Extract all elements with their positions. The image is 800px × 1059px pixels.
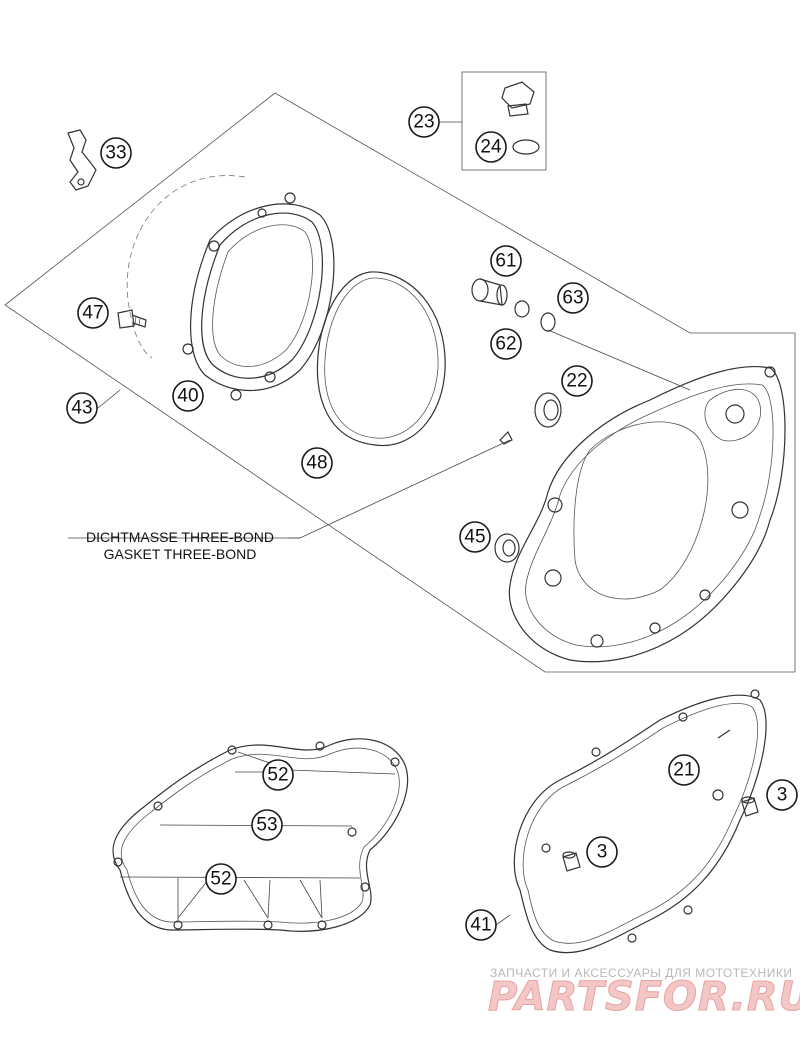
- callout-52b: 52: [205, 863, 237, 895]
- callout-47: 47: [77, 297, 109, 329]
- bracket-part: [67, 129, 97, 191]
- note-line-2: GASKET THREE-BOND: [104, 546, 257, 562]
- svg-text:61: 61: [495, 251, 516, 272]
- callout-3a: 3: [766, 779, 798, 811]
- svg-text:52: 52: [210, 869, 231, 890]
- svg-text:3: 3: [777, 785, 788, 806]
- plug-oring-part: [512, 139, 540, 155]
- bracket-hole: [77, 178, 85, 186]
- bolt-part: [117, 309, 147, 329]
- callout-33: 33: [100, 137, 132, 169]
- svg-text:33: 33: [105, 143, 126, 164]
- watermark-tagline: ЗАПЧАСТИ И АКСЕССУАРЫ ДЛЯ МОТОТЕХНИКИ: [490, 966, 792, 980]
- callout-53: 53: [251, 809, 283, 841]
- svg-text:53: 53: [256, 815, 277, 836]
- svg-text:62: 62: [495, 334, 516, 355]
- callout-61: 61: [490, 245, 522, 277]
- dowel-pin-b: [562, 851, 581, 872]
- callout-23: 23: [408, 106, 440, 138]
- seal-part: [534, 392, 562, 428]
- oil-plug-box: [461, 71, 547, 171]
- dowel-part: [499, 430, 513, 445]
- plug-part: [471, 278, 508, 306]
- callout-21: 21: [668, 754, 700, 786]
- svg-text:41: 41: [470, 915, 491, 936]
- callout-22: 22: [561, 365, 593, 397]
- svg-text:3: 3: [597, 842, 608, 863]
- seal-small-part: [494, 533, 520, 563]
- pin-part: [717, 729, 731, 739]
- callout-52a: 52: [262, 759, 294, 791]
- assembly-boundary: [4, 92, 796, 673]
- callout-63: 63: [557, 282, 589, 314]
- cover-gasket-part: [316, 271, 446, 447]
- clutch-cover-part: [182, 192, 335, 401]
- callout-3b: 3: [586, 836, 618, 868]
- outer-gasket-part: [513, 689, 767, 954]
- callout-62: 62: [490, 328, 522, 360]
- svg-text:52: 52: [267, 765, 288, 786]
- dowel-pin-a: [741, 796, 759, 817]
- svg-text:63: 63: [562, 288, 583, 309]
- svg-text:23: 23: [413, 112, 434, 133]
- watermark-brand: PARTSFOR.RU: [488, 974, 800, 1020]
- oring-part: [514, 300, 530, 318]
- svg-text:24: 24: [480, 137, 502, 158]
- circlip-part: [540, 312, 556, 332]
- svg-text:22: 22: [566, 371, 587, 392]
- note-line-1: DICHTMASSE THREE-BOND: [86, 529, 274, 545]
- svg-text:45: 45: [464, 527, 485, 548]
- inner-gasket-part: [112, 738, 409, 932]
- callout-40: 40: [172, 380, 204, 412]
- callout-41: 41: [465, 909, 497, 941]
- svg-text:48: 48: [306, 453, 327, 474]
- callout-45: 45: [459, 521, 491, 553]
- callout-48: 48: [301, 447, 333, 479]
- callout-24: 24: [475, 131, 507, 163]
- oil-plug-part: [501, 81, 535, 117]
- svg-text:40: 40: [177, 386, 198, 407]
- svg-text:47: 47: [82, 303, 103, 324]
- svg-text:21: 21: [673, 760, 694, 781]
- callout-43: 43: [66, 392, 98, 424]
- cover-outline-arc: [126, 175, 246, 359]
- clutch-housing-cover-part: [508, 365, 786, 663]
- svg-text:43: 43: [71, 398, 92, 419]
